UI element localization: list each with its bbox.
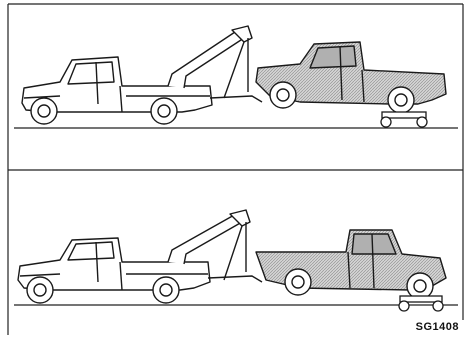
tow-truck — [18, 210, 262, 303]
figure-code-label: SG1408 — [416, 321, 459, 333]
top-panel — [14, 26, 458, 128]
wheel-dolly — [399, 296, 443, 311]
towed-vehicle — [256, 230, 446, 299]
towed-vehicle — [256, 42, 446, 113]
bottom-panel — [14, 210, 458, 311]
wheel-dolly — [381, 112, 427, 127]
tow-truck — [22, 26, 262, 124]
